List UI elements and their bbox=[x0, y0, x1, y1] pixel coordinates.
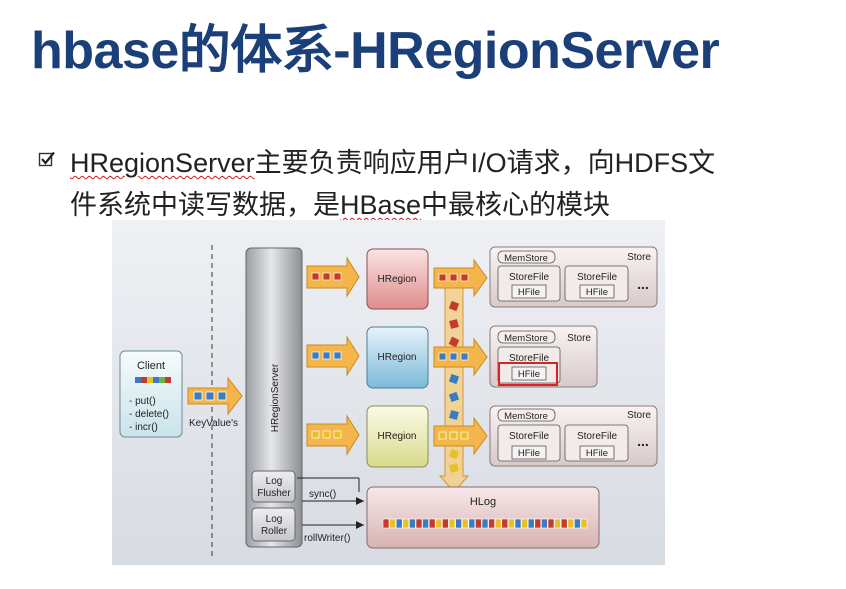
hlog-entry-cell bbox=[534, 518, 542, 529]
hfile-highlight-box bbox=[498, 362, 558, 386]
hlog-entry-cell bbox=[527, 518, 535, 529]
client-method-incr: - incr() bbox=[129, 422, 158, 433]
store-3-hfile-2: HFile bbox=[586, 448, 608, 459]
hlog-entry-cells bbox=[382, 518, 588, 529]
term-hbase: HBase bbox=[340, 190, 422, 220]
store-1-storefile-2: StoreFile bbox=[577, 272, 617, 283]
hregion-3-label: HRegion bbox=[378, 431, 417, 442]
hlog-entry-cell bbox=[567, 518, 575, 529]
hregion-3: HRegion bbox=[366, 405, 429, 468]
bullet-text-2-pre: 件系统中读写数据，是 bbox=[70, 190, 340, 220]
bullet-text-1-rest: 主要负责响应用户I/O请求，向HDFS文 bbox=[254, 148, 716, 178]
store-input-arrows bbox=[433, 258, 488, 456]
hlog-entry-cell bbox=[415, 518, 423, 529]
store-3-hfile-1: HFile bbox=[518, 448, 540, 459]
rollwriter-label: rollWriter() bbox=[304, 533, 350, 544]
keyvalue-label: KeyValue's bbox=[189, 418, 238, 429]
store-3: MemStore Store StoreFile HFile StoreFile… bbox=[489, 405, 658, 467]
store-3-label: Store bbox=[627, 410, 651, 421]
keyvalue-arrow bbox=[187, 376, 243, 416]
hlog-entry-cell bbox=[382, 518, 390, 529]
client-method-delete: - delete() bbox=[129, 409, 169, 420]
hlog-entry-cell bbox=[455, 518, 462, 529]
log-connector-lines bbox=[297, 477, 364, 529]
store-1: MemStore Store StoreFile HFile StoreFile… bbox=[489, 246, 658, 308]
hlog-entry-cell bbox=[514, 518, 522, 529]
hlog-entry-cell bbox=[448, 518, 456, 529]
term-hregionserver: HRegionServer bbox=[70, 148, 255, 178]
store-3-memstore: MemStore bbox=[504, 411, 548, 422]
store-1-memstore: MemStore bbox=[504, 253, 548, 264]
checkbox-bullet-icon bbox=[38, 151, 55, 167]
store-1-storefile-1: StoreFile bbox=[509, 272, 549, 283]
store-1-hfile-1: HFile bbox=[518, 287, 540, 298]
hlog-entry-cell bbox=[541, 518, 548, 529]
hlog-entry-cell bbox=[501, 518, 509, 529]
sync-label: sync() bbox=[309, 489, 336, 500]
hlog-label: HLog bbox=[470, 496, 496, 508]
hregionserver-label: HRegionServer bbox=[270, 363, 281, 432]
store-3-storefile-2: StoreFile bbox=[577, 431, 617, 442]
hlog-entry-cell bbox=[442, 518, 449, 529]
hregionserver-architecture-diagram: Client - put() - delete() - incr() KeyVa… bbox=[112, 220, 665, 565]
hlog-entry-cell bbox=[481, 518, 489, 529]
hlog-entry-cell bbox=[402, 518, 410, 529]
hlog-entry-cell bbox=[521, 518, 528, 529]
store-1-hfile-2: HFile bbox=[586, 287, 608, 298]
store-3-more: ... bbox=[637, 433, 649, 449]
hlog-entry-cell bbox=[494, 518, 502, 529]
hlog-entry-cell bbox=[508, 518, 515, 529]
hlog-entry-cell bbox=[580, 518, 588, 529]
hregion-2: HRegion bbox=[366, 326, 429, 389]
client-method-put: - put() bbox=[129, 396, 156, 407]
client-box: Client - put() - delete() - incr() bbox=[119, 350, 183, 438]
hregion-1-label: HRegion bbox=[378, 274, 417, 285]
store-3-storefile-1: StoreFile bbox=[509, 431, 549, 442]
hlog-entry-cell bbox=[560, 518, 568, 529]
hlog-entry-cell bbox=[428, 518, 436, 529]
bullet-text-2-post: 中最核心的模块 bbox=[421, 190, 611, 220]
slide-title: hbase的体系-HRegionServer bbox=[31, 22, 720, 80]
store-1-more: ... bbox=[637, 276, 649, 292]
hlog-entry-cell bbox=[395, 518, 403, 529]
hlog-entry-cell bbox=[488, 518, 495, 529]
client-title: Client bbox=[137, 360, 165, 372]
hlog-box: HLog bbox=[366, 486, 600, 549]
store-2-storefile-1: StoreFile bbox=[509, 353, 549, 364]
store-1-label: Store bbox=[627, 252, 651, 263]
hlog-entry-cell bbox=[389, 518, 396, 529]
hlog-entry-cell bbox=[435, 518, 443, 529]
hlog-entry-cell bbox=[547, 518, 555, 529]
hlog-entry-cell bbox=[409, 518, 416, 529]
store-2: MemStore Store StoreFile HFile bbox=[489, 325, 598, 388]
store-2-hfile-1: HFile bbox=[518, 369, 540, 380]
hregion-1: HRegion bbox=[366, 248, 429, 310]
hlog-entry-cell bbox=[461, 518, 469, 529]
hlog-entry-cell bbox=[574, 518, 581, 529]
store-2-label: Store bbox=[567, 333, 591, 344]
hlog-entry-cell bbox=[468, 518, 476, 529]
hregion-2-label: HRegion bbox=[378, 352, 417, 363]
store-2-memstore: MemStore bbox=[504, 333, 548, 344]
region-input-arrows bbox=[306, 256, 360, 456]
hlog-entry-cell bbox=[475, 518, 482, 529]
bullet-text-line-1: HRegionServer主要负责响应用户I/O请求，向HDFS文 bbox=[70, 141, 715, 180]
hlog-entry-cell bbox=[554, 518, 561, 529]
bullet-text-line-2: 件系统中读写数据，是HBase中最核心的模块 bbox=[70, 183, 610, 222]
hlog-entry-cell bbox=[422, 518, 429, 529]
